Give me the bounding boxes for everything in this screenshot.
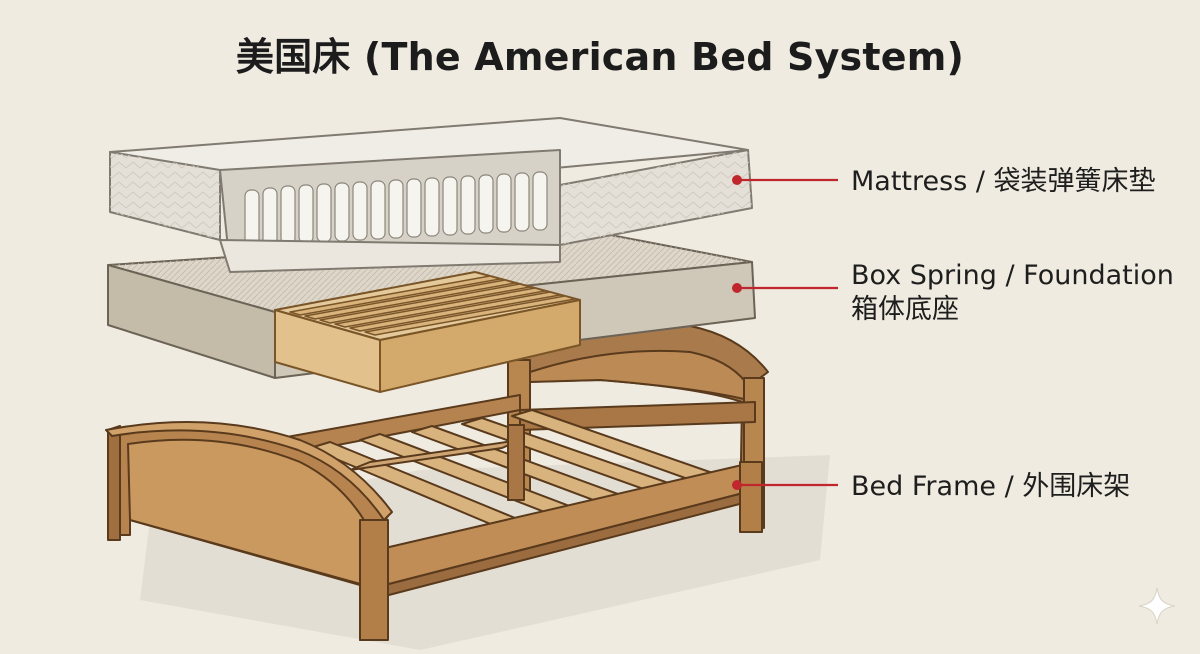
mattress-label-line: Mattress / 袋装弹簧床垫	[851, 166, 1156, 197]
foundation-label-line-1: Box Spring / Foundation	[851, 260, 1174, 291]
page-title: 美国床 (The American Bed System)	[235, 35, 965, 79]
bed-frame-label-line: Bed Frame / 外围床架	[851, 471, 1131, 502]
bed-frame-label: Bed Frame / 外围床架	[851, 470, 1130, 504]
foundation-label: Box Spring / Foundation 箱体底座	[851, 259, 1174, 327]
foundation-label-line-2: 箱体底座	[851, 294, 959, 325]
leader-lines	[732, 175, 838, 490]
box-spring-foundation	[107, 232, 756, 393]
sparkle-icon	[1138, 587, 1176, 625]
mattress-label: Mattress / 袋装弹簧床垫	[851, 165, 1156, 199]
pocket-springs	[244, 171, 548, 247]
bed-frame	[105, 323, 769, 641]
mattress	[109, 117, 753, 273]
